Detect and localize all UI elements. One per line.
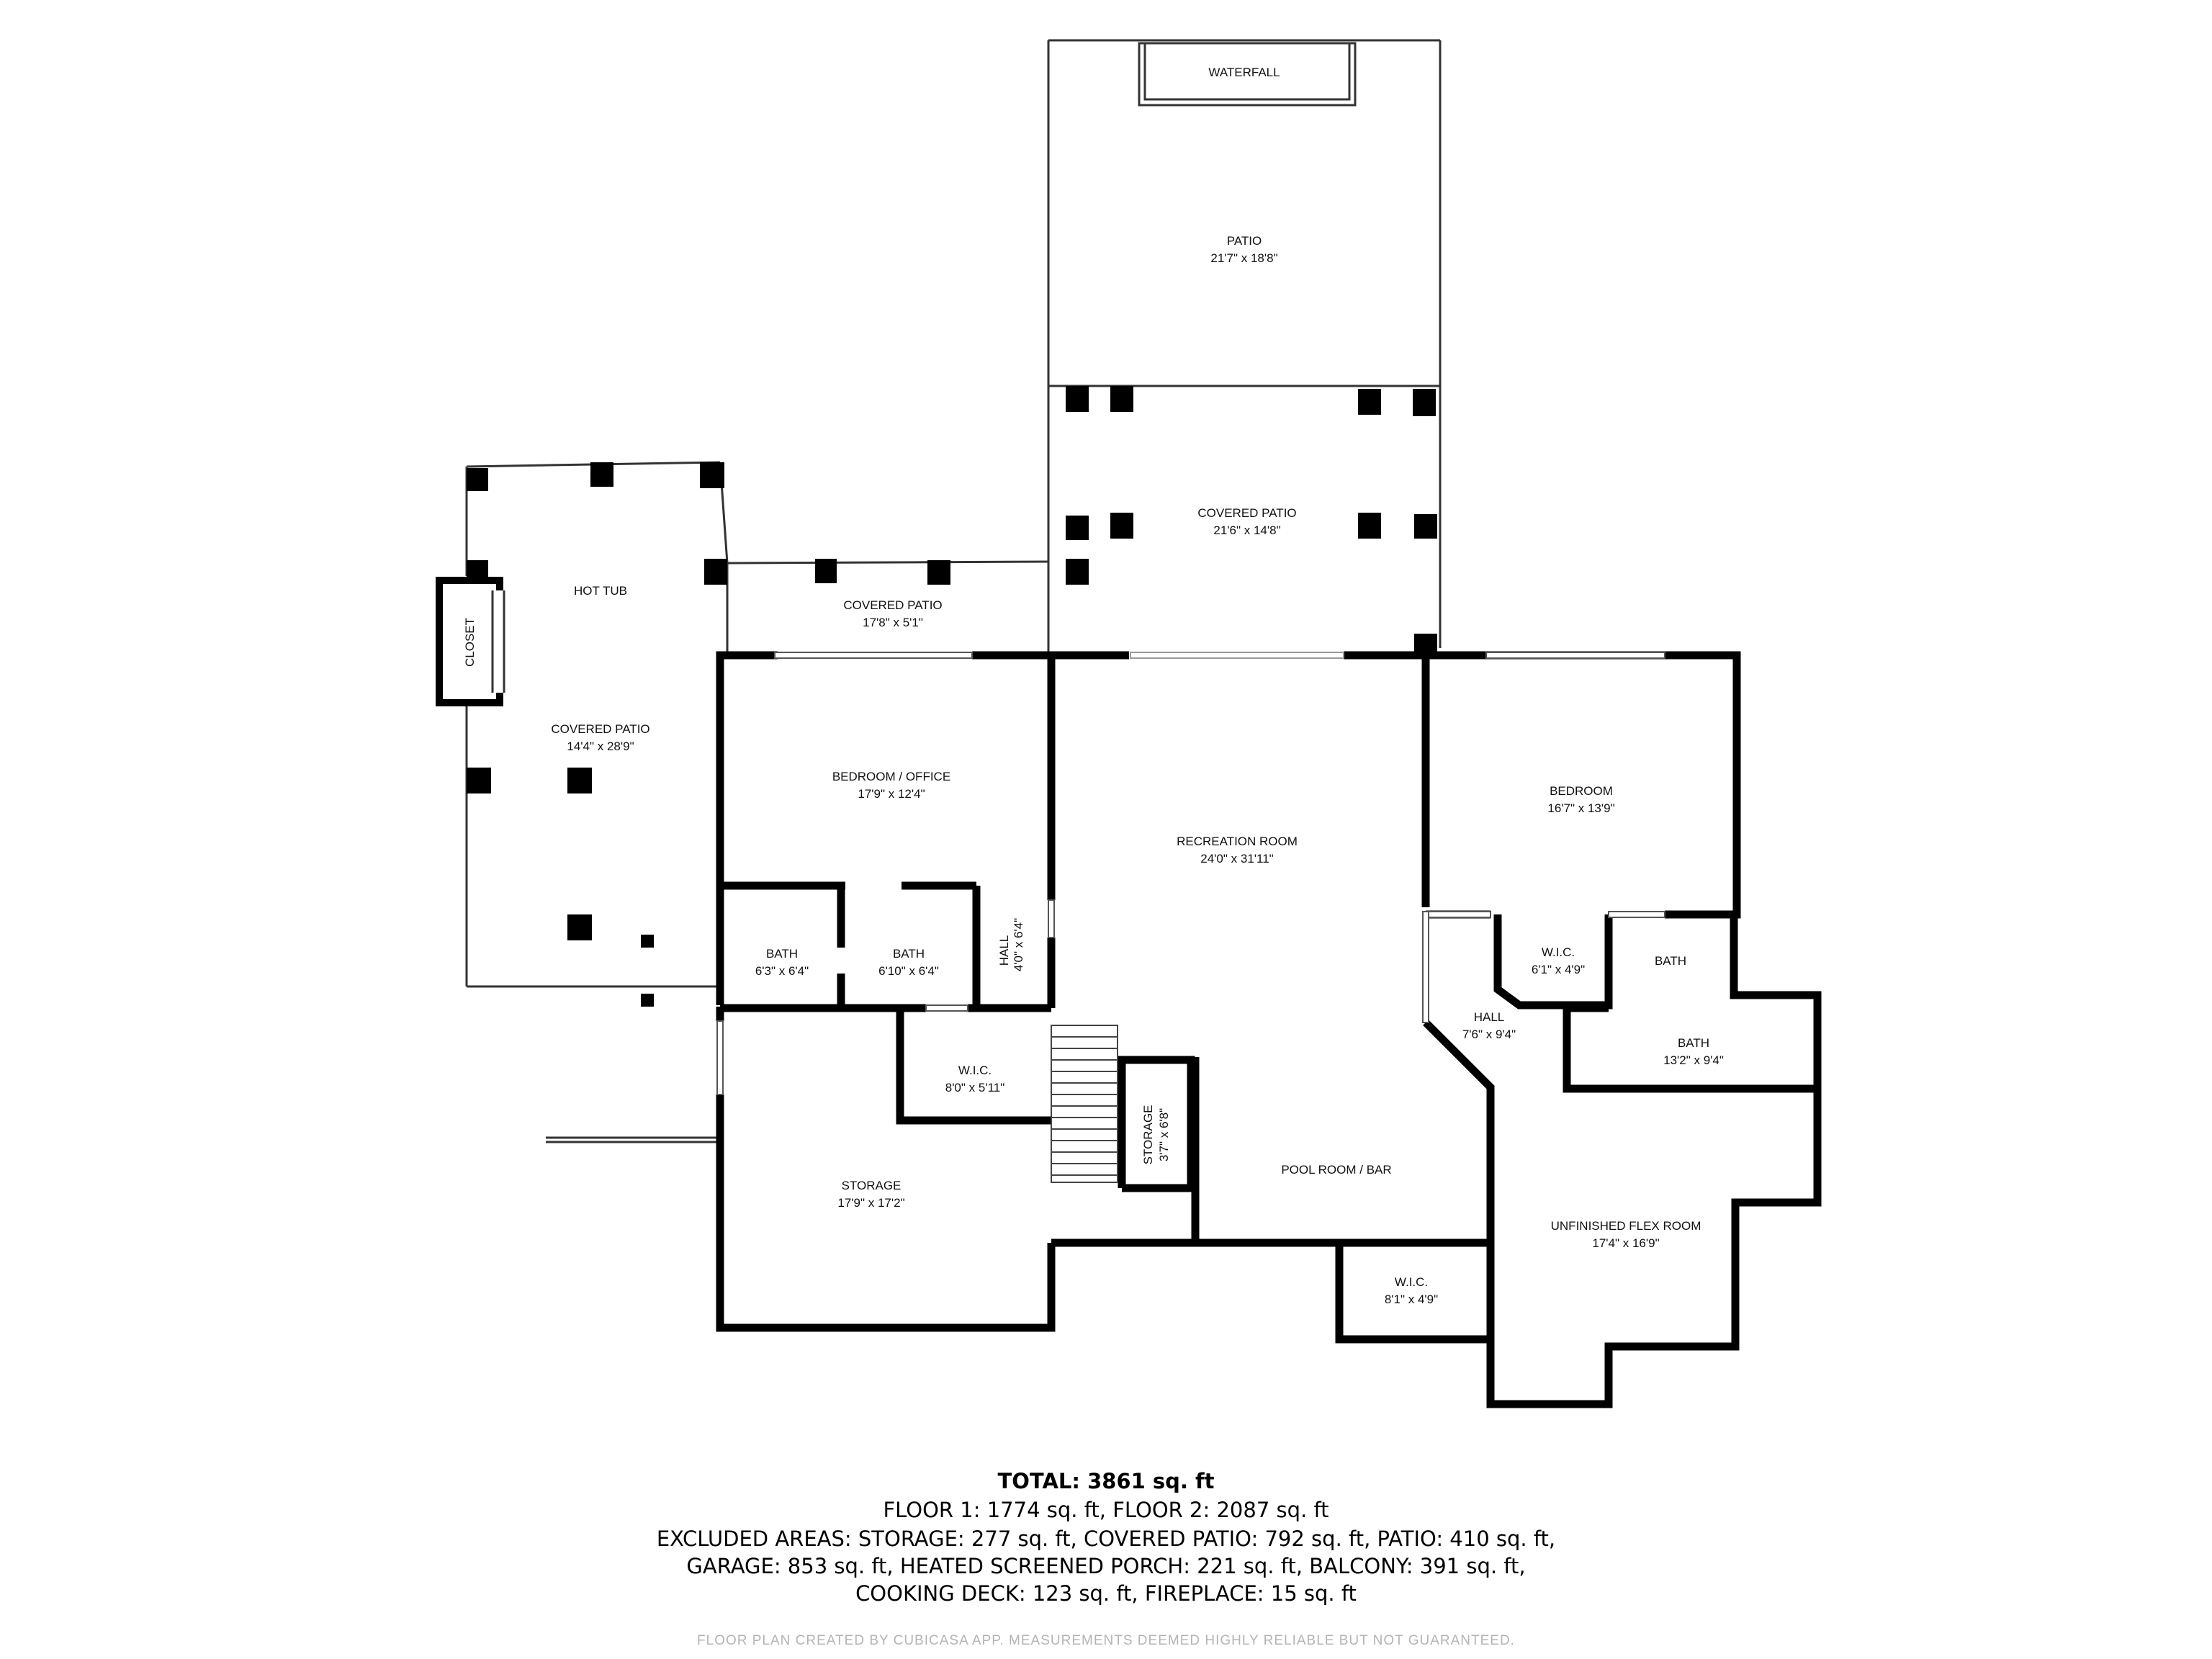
bath-4-dims: 13'2" x 9'4" [1663,1053,1724,1067]
credit-disclaimer: FLOOR PLAN CREATED BY CUBICASA APP. MEAS… [697,1633,1515,1648]
bath-1-label: BATH [766,947,798,961]
flex-room-dims: 17'4" x 16'9" [1592,1236,1659,1250]
bath-2-label: BATH [893,947,925,961]
wic-mid-dims: 8'0" x 5'11" [945,1081,1005,1094]
closet-door [491,590,505,693]
summary-excluded-1: EXCLUDED AREAS: STORAGE: 277 sq. ft, COV… [656,1527,1556,1551]
hall-right-dims: 7'6" x 9'4" [1462,1028,1516,1041]
summary-excluded-3: COOKING DECK: 123 sq. ft, FIREPLACE: 15 … [855,1581,1357,1606]
summary-total: TOTAL: 3861 sq. ft [997,1469,1215,1493]
recreation-room-dims: 24'0" x 31'11" [1200,852,1273,866]
patio-outlines [465,39,1442,1143]
summary-floors: FLOOR 1: 1774 sq. ft, FLOOR 2: 2087 sq. … [883,1498,1329,1522]
covered-patio-left-label: COVERED PATIO [551,722,649,736]
storage-small-dims: 3'7" x 6'8" [1157,1108,1171,1161]
wic-bottom-label: W.I.C. [1395,1275,1428,1289]
bedroom-office-label: BEDROOM / OFFICE [832,770,950,783]
recreation-room-label: RECREATION ROOM [1177,835,1298,848]
bath-1-dims: 6'3" x 6'4" [755,964,809,978]
hall-small-label: HALL [997,935,1011,966]
patio-posts [467,386,1437,1007]
hall-right-label: HALL [1474,1010,1505,1024]
bath-2-dims: 6'10" x 6'4" [878,964,939,978]
covered-patio-top-dims: 21'6" x 14'8" [1213,523,1280,537]
covered-patio-mid-label: COVERED PATIO [843,598,942,612]
bath-3-label: BATH [1655,954,1686,968]
windows [716,652,1665,1095]
bedroom-dims: 16'7" x 13'9" [1547,801,1614,815]
interior-walls [716,651,1822,1408]
bath-4-label: BATH [1678,1036,1709,1050]
wic-right-dims: 6'1" x 4'9" [1532,963,1585,976]
patio-label: PATIO [1227,234,1262,248]
summary-excluded-2: GARAGE: 853 sq. ft, HEATED SCREENED PORC… [686,1554,1526,1578]
pool-room-label: POOL ROOM / BAR [1281,1163,1391,1177]
covered-patio-top-label: COVERED PATIO [1197,506,1296,520]
covered-patio-mid-dims: 17'8" x 5'1" [863,616,923,629]
wic-right-label: W.I.C. [1542,945,1575,959]
hot-tub-label: HOT TUB [574,584,627,598]
bedroom-office-dims: 17'9" x 12'4" [858,787,925,801]
bedroom-label: BEDROOM [1550,784,1613,798]
storage-large-label: STORAGE [842,1179,902,1192]
stairs [1051,1025,1118,1183]
waterfall-label: WATERFALL [1208,66,1280,79]
wic-mid-label: W.I.C. [958,1064,992,1077]
wic-bottom-dims: 8'1" x 4'9" [1385,1292,1438,1306]
storage-large-dims: 17'9" x 17'2" [837,1196,904,1210]
closet-label: CLOSET [463,618,477,667]
storage-small-label: STORAGE [1141,1105,1155,1165]
patio-dims: 21'7" x 18'8" [1210,251,1277,265]
covered-patio-left-dims: 14'4" x 28'9" [567,739,634,753]
hall-small-dims: 4'0" x 6'4" [1012,918,1025,971]
flex-room-label: UNFINISHED FLEX ROOM [1551,1219,1701,1233]
room-labels: WATERFALL PATIO 21'7" x 18'8" COVERED PA… [463,66,1724,1306]
